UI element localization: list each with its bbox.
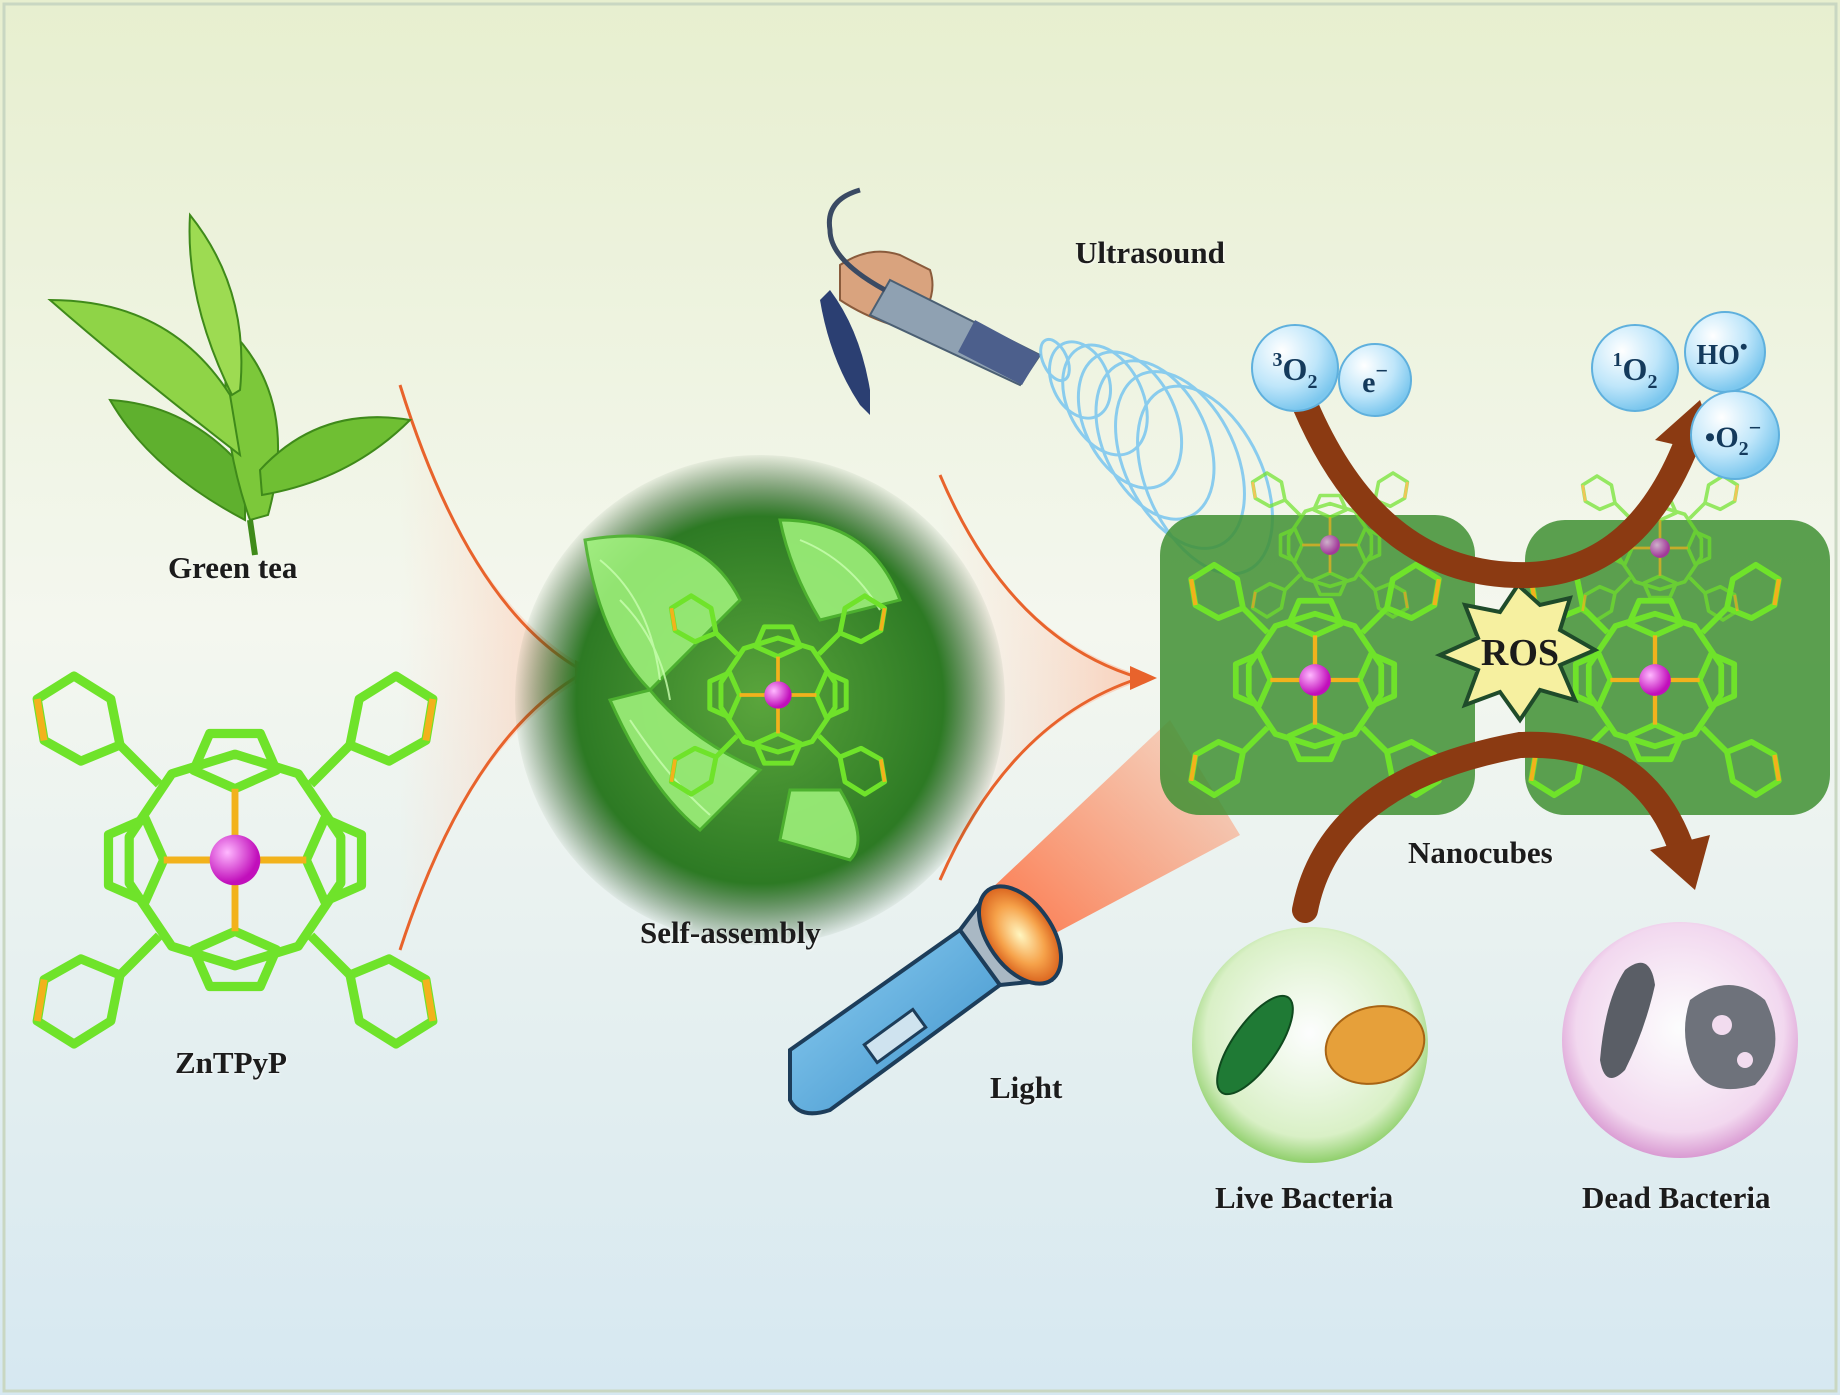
bubble-triplet-oxygen: 3O2	[1251, 324, 1339, 412]
zntpyp-label: ZnTPyP	[175, 1045, 287, 1080]
svg-text:•O2−: •O2−	[1705, 415, 1761, 460]
bubble-hydroxyl: HO•	[1684, 311, 1766, 393]
live-bacteria-sphere-icon	[1192, 927, 1428, 1163]
live-bacteria-label: Live Bacteria	[1215, 1180, 1394, 1215]
green-tea-label: Green tea	[168, 550, 298, 585]
svg-text:HO•: HO•	[1696, 334, 1747, 371]
self-assembly-label: Self-assembly	[640, 915, 821, 950]
flashlight-icon	[788, 884, 1064, 1116]
ros-label: ROS	[1481, 632, 1559, 674]
reaction-arrow-bottom	[1292, 731, 1710, 923]
nanocube-left	[1160, 471, 1475, 815]
svg-text:1O2: 1O2	[1613, 349, 1658, 393]
ultrasound-probe-icon	[820, 187, 1042, 415]
ultrasound-label: Ultrasound	[1075, 235, 1225, 270]
ros-burst-icon: ROS	[1434, 581, 1600, 724]
dead-bacteria-label: Dead Bacteria	[1582, 1180, 1771, 1215]
bubble-superoxide: •O2−	[1690, 390, 1780, 480]
bubble-singlet-oxygen: 1O2	[1591, 324, 1679, 412]
svg-text:e−: e−	[1362, 358, 1388, 399]
bubble-electron: e−	[1338, 343, 1412, 417]
dead-bacteria-sphere-icon	[1562, 922, 1798, 1158]
svg-text:3O2: 3O2	[1273, 349, 1318, 393]
light-label: Light	[990, 1070, 1063, 1105]
nanocube-right	[1525, 474, 1830, 815]
green-tea-leaves-icon	[47, 212, 413, 556]
self-assembly-sphere-icon	[515, 455, 1005, 945]
nanocubes-label: Nanocubes	[1408, 835, 1553, 870]
